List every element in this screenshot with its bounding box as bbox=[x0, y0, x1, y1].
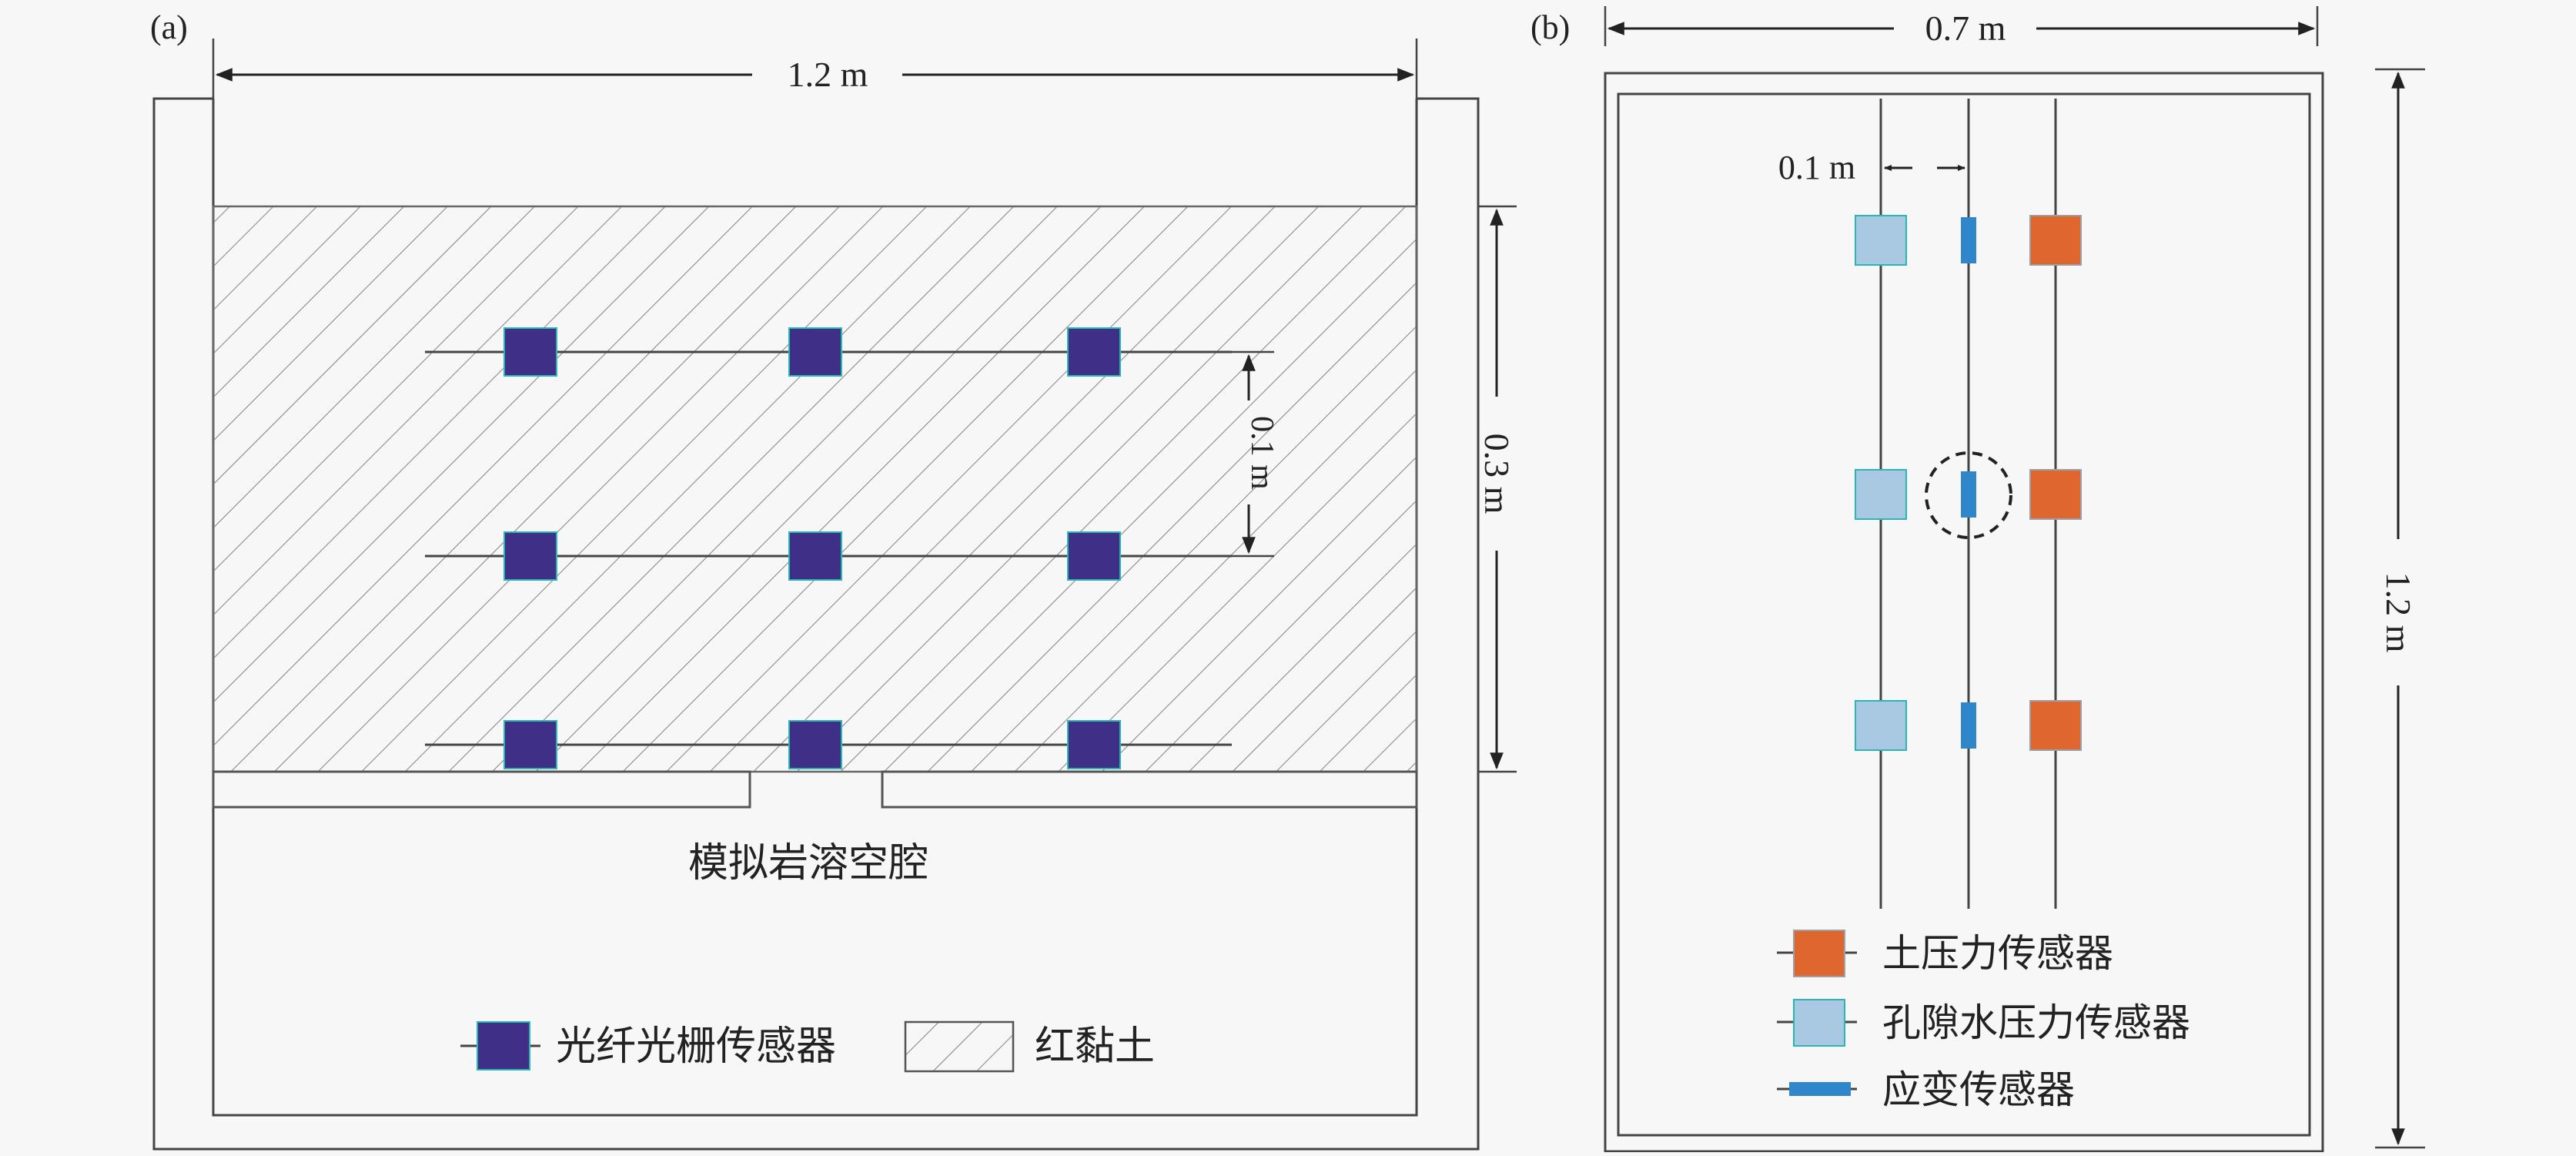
legend-fbg-label: 光纤光栅传感器 bbox=[556, 1024, 836, 1070]
cavity-plates bbox=[212, 770, 1418, 809]
legend-clay-label: 红黏土 bbox=[1035, 1024, 1155, 1070]
width-dimension-b: 0.7 m bbox=[1604, 6, 2319, 48]
fbg-sensor-rows bbox=[425, 327, 1232, 769]
fbg-sensor bbox=[788, 720, 842, 769]
plan-box-inner bbox=[1617, 92, 2311, 1137]
plan-box-outer bbox=[1604, 72, 2324, 1153]
height-label-b: 1.2 m bbox=[2379, 572, 2418, 653]
strain-sensor bbox=[1961, 471, 1976, 518]
plan-sensors bbox=[1855, 215, 2082, 751]
fbg-sensor bbox=[503, 327, 557, 377]
width-label-a: 1.2 m bbox=[788, 55, 868, 94]
legend-strain-swatch bbox=[1789, 1082, 1851, 1096]
highlight-circle bbox=[1925, 451, 2012, 539]
pore-pressure-sensor bbox=[1855, 469, 1907, 520]
pore-pressure-sensor bbox=[1855, 215, 1907, 266]
legend-a: 光纤光栅传感器 红黏土 bbox=[460, 1020, 1155, 1073]
red-clay-layer bbox=[212, 205, 1418, 773]
pore-pressure-sensor bbox=[1855, 700, 1907, 751]
width-dimension-a: 1.2 m bbox=[212, 39, 1418, 100]
legend-fbg-swatch bbox=[477, 1021, 530, 1071]
earth-pressure-sensor bbox=[2029, 700, 2082, 751]
legend-pore-pressure-swatch bbox=[1793, 999, 1845, 1047]
fbg-sensor bbox=[503, 720, 557, 769]
fbg-sensor bbox=[1067, 531, 1121, 581]
height-dimension-a: 0.3 m bbox=[1477, 205, 1517, 773]
cavity-label: 模拟岩溶空腔 bbox=[688, 840, 928, 886]
strain-sensor bbox=[1961, 702, 1976, 749]
fbg-sensor bbox=[788, 531, 842, 581]
earth-pressure-sensor bbox=[2029, 215, 2082, 266]
panel-b-label: (b) bbox=[1531, 8, 1570, 46]
legend-earth-pressure-label: 土压力传感器 bbox=[1882, 931, 2113, 976]
legend-strain-label: 应变传感器 bbox=[1882, 1067, 2075, 1112]
width-label-b: 0.7 m bbox=[1925, 8, 2006, 48]
spacing-dimension-a: 0.1 m bbox=[1232, 350, 1280, 558]
fbg-sensor bbox=[788, 327, 842, 377]
strain-sensor bbox=[1961, 217, 1976, 263]
legend-clay-swatch bbox=[904, 1020, 1015, 1073]
spacing-label-b: 0.1 m bbox=[1778, 149, 1855, 186]
legend-earth-pressure-swatch bbox=[1793, 930, 1845, 977]
spacing-label-a: 0.1 m bbox=[1244, 416, 1280, 490]
earth-pressure-sensor bbox=[2029, 469, 2082, 520]
fbg-sensor bbox=[1067, 327, 1121, 377]
panel-a: (a) 模拟岩溶空腔 1.2 m 0.3 m bbox=[150, 8, 1517, 1151]
height-label-a: 0.3 m bbox=[1477, 434, 1517, 514]
legend-pore-pressure-label: 孔隙水压力传感器 bbox=[1882, 1000, 2190, 1045]
height-dimension-b: 1.2 m bbox=[2375, 68, 2425, 1149]
fbg-sensor bbox=[503, 531, 557, 581]
fbg-sensor bbox=[1067, 720, 1121, 769]
panel-a-label: (a) bbox=[150, 8, 188, 46]
panel-b: (b) 0.7 m 1.2 m bbox=[1531, 6, 2425, 1153]
legend-b: 土压力传感器 孔隙水压力传感器 应变传感器 bbox=[1777, 930, 2190, 1112]
spacing-dimension-b: 0.1 m bbox=[1778, 149, 1965, 186]
